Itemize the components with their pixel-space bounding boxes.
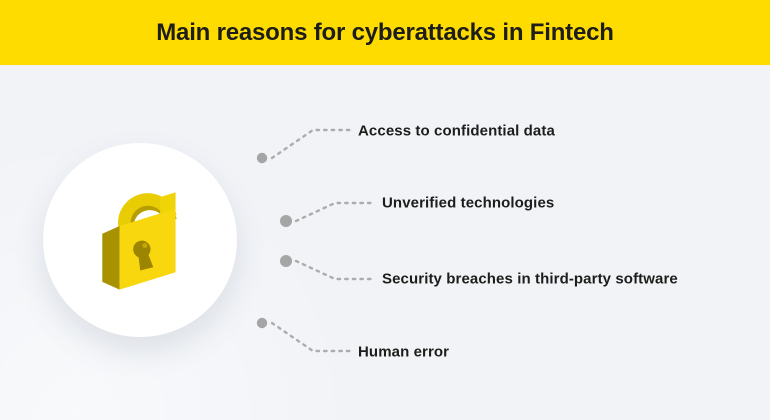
padlock-step [160, 191, 176, 215]
connector-line [294, 201, 373, 223]
connector-line [270, 128, 352, 160]
page-title: Main reasons for cyberattacks in Fintech [156, 18, 614, 46]
infographic-body: Access to confidential data Unverified t… [0, 65, 770, 420]
reason-label: Access to confidential data [358, 122, 555, 140]
connector-line [294, 259, 373, 281]
padlock-side-face [102, 225, 120, 290]
connector-dot [280, 255, 292, 267]
padlock-icon [102, 191, 177, 290]
reason-label: Unverified technologies [382, 194, 555, 212]
lock-circle [43, 143, 237, 337]
header-banner: Main reasons for cyberattacks in Fintech [0, 0, 770, 65]
reason-label: Human error [358, 343, 450, 361]
padlock-keyhole [133, 240, 154, 271]
connector-dot [256, 317, 268, 329]
connector-line [270, 321, 352, 353]
connector-dot [280, 215, 292, 227]
reason-label: Security breaches in third-party softwar… [382, 270, 678, 288]
connector-dot [256, 152, 268, 164]
connector-lines [256, 128, 373, 353]
